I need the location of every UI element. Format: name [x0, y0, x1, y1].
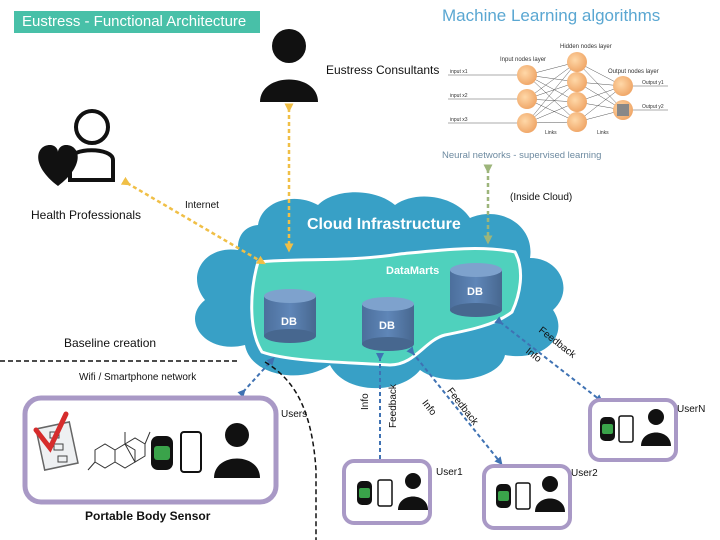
wifi-label: Wifi / Smartphone network	[79, 372, 197, 383]
sensor-box	[22, 395, 279, 505]
user1-label: User1	[436, 467, 463, 478]
db-cylinder-2	[362, 297, 414, 351]
boundary-line-vertical	[264, 361, 317, 540]
health-professional-icon	[38, 109, 115, 186]
usern-arrow	[494, 316, 604, 403]
nn-input-3: input x3	[450, 117, 468, 123]
user1-feedback-label: Feedback	[388, 384, 399, 428]
nn-input-layer-label: Input nodes layer	[500, 57, 546, 63]
baseline-creation-label: Baseline creation	[64, 336, 157, 350]
portable-body-sensor-label: Portable Body Sensor	[85, 509, 211, 523]
nn-input-1: input x1	[450, 69, 468, 75]
db-cylinder-3	[450, 263, 502, 317]
db-label-1: DB	[281, 316, 297, 328]
sensor-user-icon	[214, 423, 260, 478]
neural-network-image: Input nodes layer Hidden nodes layer Out…	[440, 35, 670, 147]
datamarts-label: DataMarts	[386, 265, 440, 277]
db-cylinder-1	[264, 289, 316, 343]
consultant-person-icon	[260, 29, 318, 102]
sensor-arrow	[237, 357, 275, 398]
ml-title: Machine Learning algorithms	[442, 6, 661, 25]
nn-output-2: Output y2	[642, 104, 664, 110]
user2-arrow	[406, 346, 503, 466]
nn-input-2: input x2	[450, 93, 468, 99]
health-professionals-label: Health Professionals	[31, 208, 142, 222]
checklist-icon	[33, 411, 79, 471]
user1-box	[342, 459, 432, 525]
nn-output-layer-label: Output nodes layer	[608, 69, 659, 75]
nn-links-right: Links	[597, 130, 609, 136]
nn-hidden-layer-label: Hidden nodes layer	[560, 44, 612, 50]
smartband-icon	[151, 436, 173, 470]
cloud-title: Cloud Infrastructure	[307, 216, 461, 233]
page-title: Eustress - Functional Architecture	[14, 11, 260, 33]
user2-label: User2	[571, 468, 598, 479]
consultants-label: Eustress Consultants	[326, 63, 440, 77]
db-label-3: DB	[467, 286, 483, 298]
usern-box	[588, 398, 678, 462]
nn-links-left: Links	[545, 130, 557, 136]
db-label-2: DB	[379, 320, 395, 332]
internet-label: Internet	[185, 200, 219, 211]
usern-label: UserN	[677, 404, 706, 415]
user1-info-label: Info	[360, 393, 371, 410]
health-arrow	[120, 176, 266, 265]
users-label: Users	[281, 409, 308, 420]
nn-output-1: Output y1	[642, 80, 664, 86]
smartphone-icon	[180, 431, 202, 473]
nn-caption: Neural networks - supervised learning	[442, 150, 602, 161]
user2-box	[482, 464, 572, 530]
inside-cloud-label: (Inside Cloud)	[510, 192, 573, 203]
molecule-icon	[87, 431, 151, 471]
